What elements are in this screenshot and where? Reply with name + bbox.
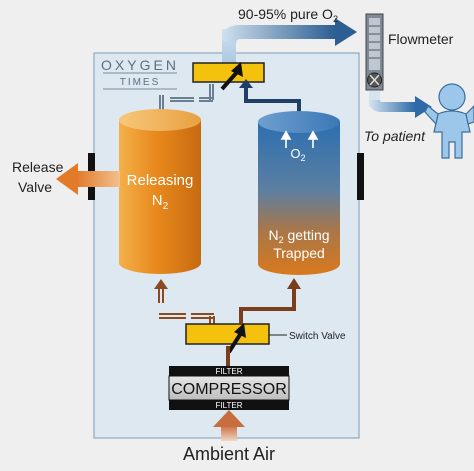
top-valve <box>192 62 265 91</box>
filter-top-label: FILTER <box>216 367 243 376</box>
ambient-air-arrow <box>213 410 245 441</box>
patient-icon <box>424 83 474 159</box>
right-tank-line2: Trapped <box>273 245 325 261</box>
left-sieve-tank: Releasing N2 <box>119 109 201 274</box>
to-patient-arrow <box>369 91 432 118</box>
pipe-arrowhead-icon <box>239 79 253 88</box>
right-tank-o2: O2 <box>290 146 305 163</box>
switch-to-right-tank-pipe <box>239 283 296 324</box>
right-side-bar <box>357 153 364 200</box>
switch-valve <box>185 323 270 354</box>
oxygen-outlet-pipe <box>222 18 357 66</box>
flowmeter-label: Flowmeter <box>388 31 454 47</box>
ambient-air-label: Ambient Air <box>183 444 275 464</box>
left-tank-to-valve-dashed <box>159 84 214 112</box>
brand-bottom: TIMES <box>120 77 161 88</box>
left-tank-line1: Releasing <box>127 172 194 189</box>
release-arrow <box>56 163 120 195</box>
dashed-arrowhead-icon <box>154 279 168 289</box>
filter-bottom-label: FILTER <box>216 401 243 410</box>
release-valve-line2: Valve <box>18 179 52 195</box>
flowmeter <box>365 13 384 91</box>
right-tank-line1: N2 getting <box>268 227 329 245</box>
left-tank-line2: N2 <box>152 192 169 212</box>
compressor-unit: FILTER COMPRESSOR FILTER <box>168 366 290 410</box>
up-arrows-icon <box>280 130 319 148</box>
compressor-label: COMPRESSOR <box>171 381 287 398</box>
to-patient-label: To patient <box>364 128 426 144</box>
right-tank-to-valve-pipe <box>244 84 301 120</box>
brand-top: OXYGEN <box>101 57 179 73</box>
purity-label: 90-95% pure O2 <box>238 6 338 24</box>
pipe-arrowhead-2-icon <box>287 278 301 289</box>
brand-logo: OXYGEN TIMES <box>101 57 179 90</box>
switch-valve-label: Switch Valve <box>289 331 346 342</box>
release-valve-line1: Release <box>12 159 64 175</box>
right-sieve-tank: O2 N2 getting Trapped <box>258 111 340 275</box>
